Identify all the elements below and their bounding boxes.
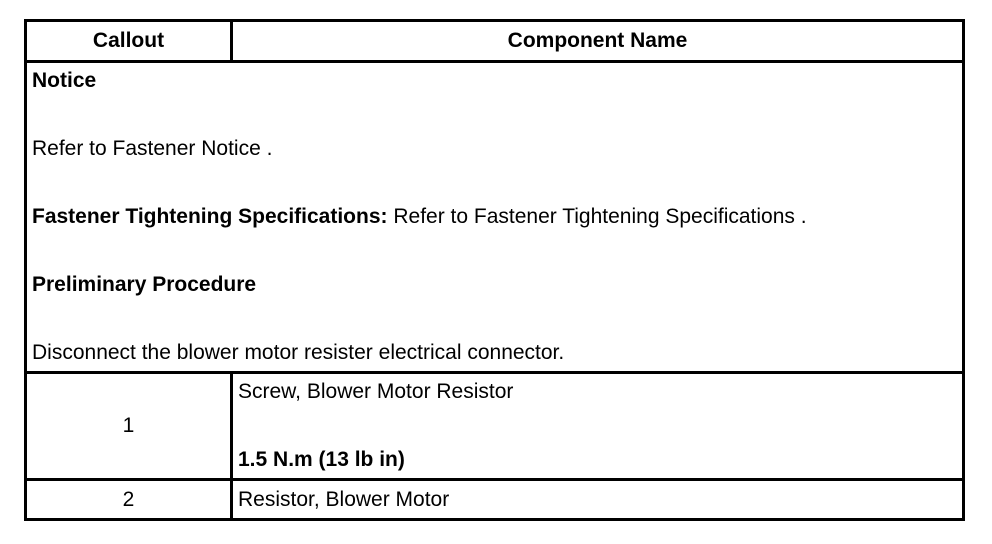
component-name: Resistor, Blower Motor <box>238 487 450 511</box>
fastener-notice-text: Refer to Fastener Notice . <box>32 137 273 160</box>
procedure-title: Preliminary Procedure <box>32 273 257 296</box>
callout-cell: 1 <box>24 371 233 481</box>
table-row: 1 Screw, Blower Motor Resistor 1.5 N.m (… <box>24 371 965 481</box>
component-name: Screw, Blower Motor Resistor <box>238 380 514 403</box>
component-cell: Resistor, Blower Motor <box>230 478 965 521</box>
procedure-text: Disconnect the blower motor resister ele… <box>32 341 565 364</box>
tightening-spec-line: Fastener Tightening Specifications: Refe… <box>32 205 957 229</box>
notice-cell: Notice Refer to Fastener Notice . Fasten… <box>24 60 965 374</box>
table-row: 2 Resistor, Blower Motor <box>24 478 965 521</box>
component-cell: Screw, Blower Motor Resistor 1.5 N.m (13… <box>230 371 965 481</box>
tightening-spec-text: Refer to Fastener Tightening Specificati… <box>387 205 807 228</box>
header-callout: Callout <box>24 19 233 63</box>
torque-spec: 1.5 N.m (13 lb in) <box>238 448 405 471</box>
notice-title: Notice <box>32 69 97 92</box>
header-component-name: Component Name <box>230 19 965 63</box>
table-header-row: Callout Component Name <box>24 19 965 63</box>
tightening-spec-label: Fastener Tightening Specifications: <box>32 205 388 228</box>
callout-cell: 2 <box>24 478 233 521</box>
component-table: Callout Component Name Notice Refer to F… <box>24 19 965 521</box>
notice-row: Notice Refer to Fastener Notice . Fasten… <box>24 60 965 374</box>
